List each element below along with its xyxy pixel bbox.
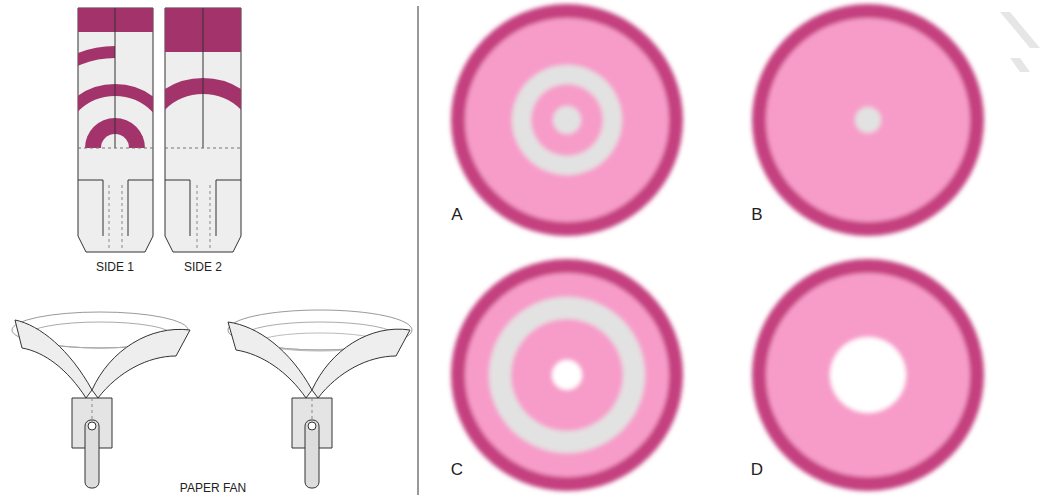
option-letter: C: [451, 461, 463, 480]
strip-caption: SIDE 2: [184, 261, 222, 274]
option-letter: D: [751, 461, 763, 480]
disc-b: [752, 4, 984, 236]
divider-line: [417, 6, 418, 495]
disc-a: [451, 4, 683, 236]
figure-caption: PAPER FAN: [180, 482, 246, 495]
corner-marks: [1000, 12, 1040, 72]
paper-fan-left: [12, 312, 190, 488]
strip-caption: SIDE 1: [96, 261, 134, 274]
paper-fan-right: [228, 310, 412, 488]
disc-d: [752, 259, 984, 491]
option-letter: B: [751, 206, 762, 225]
option-letter: A: [451, 206, 462, 225]
side-2-strip: [141, 8, 265, 252]
disc-c: [451, 259, 683, 491]
